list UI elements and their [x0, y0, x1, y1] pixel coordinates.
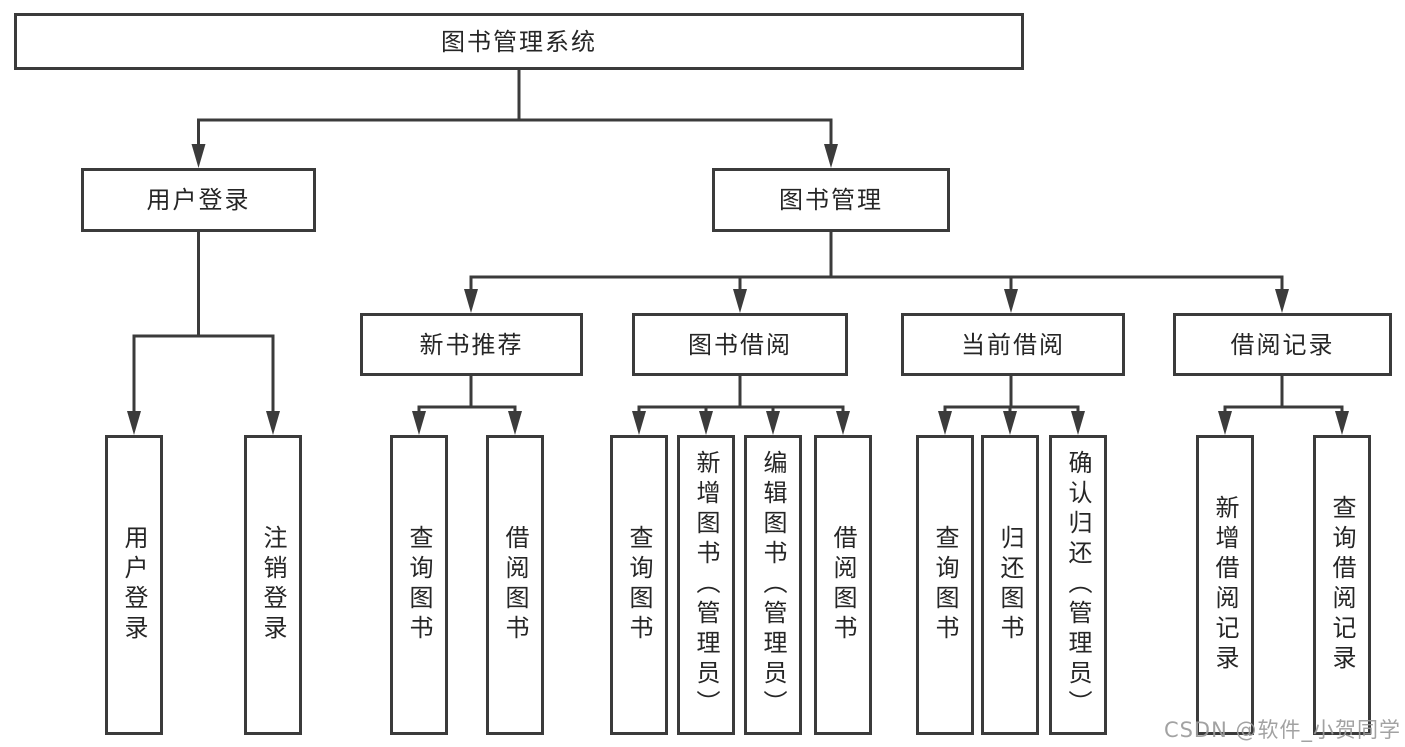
leaf-confirm-return-admin: 确认归还（管理员） — [1049, 435, 1107, 735]
leaf-return-books: 归还图书 — [981, 435, 1039, 735]
node-user-login: 用户登录 — [81, 168, 316, 232]
node-root: 图书管理系统 — [14, 13, 1024, 70]
leaf-add-borrow-record-label: 新增借阅记录 — [1211, 495, 1239, 675]
csdn-watermark: CSDN @软件_小贺同学 — [1163, 718, 1401, 742]
leaf-query-borrow-record: 查询借阅记录 — [1313, 435, 1371, 735]
node-book-management: 图书管理 — [712, 168, 950, 232]
leaf-user-login-label: 用户登录 — [120, 525, 148, 645]
leaf-edit-books-admin: 编辑图书（管理员） — [744, 435, 802, 735]
leaf-query-books-3: 查询图书 — [916, 435, 974, 735]
leaf-user-login: 用户登录 — [105, 435, 163, 735]
leaf-query-books-1: 查询图书 — [390, 435, 448, 735]
leaf-logout-login: 注销登录 — [244, 435, 302, 735]
leaf-borrow-books-2: 借阅图书 — [814, 435, 872, 735]
leaf-borrow-books-2-label: 借阅图书 — [829, 525, 857, 645]
leaf-query-books-2: 查询图书 — [610, 435, 668, 735]
node-book-borrowing: 图书借阅 — [632, 313, 848, 376]
leaf-query-books-2-label: 查询图书 — [625, 525, 653, 645]
leaf-borrow-books-1: 借阅图书 — [486, 435, 544, 735]
leaf-return-books-label: 归还图书 — [996, 525, 1024, 645]
leaf-query-books-1-label: 查询图书 — [405, 525, 433, 645]
leaf-add-books-admin-label: 新增图书（管理员） — [692, 450, 720, 720]
leaf-query-borrow-record-label: 查询借阅记录 — [1328, 495, 1356, 675]
node-current-borrowing: 当前借阅 — [901, 313, 1125, 376]
leaf-logout-login-label: 注销登录 — [259, 525, 287, 645]
leaf-confirm-return-admin-label: 确认归还（管理员） — [1064, 450, 1092, 720]
leaf-edit-books-admin-label: 编辑图书（管理员） — [759, 450, 787, 720]
node-new-book-recommend: 新书推荐 — [360, 313, 583, 376]
leaf-borrow-books-1-label: 借阅图书 — [501, 525, 529, 645]
leaf-add-books-admin: 新增图书（管理员） — [677, 435, 735, 735]
node-borrow-records: 借阅记录 — [1173, 313, 1392, 376]
leaf-query-books-3-label: 查询图书 — [931, 525, 959, 645]
arrowheads — [127, 144, 1349, 435]
leaf-add-borrow-record: 新增借阅记录 — [1196, 435, 1254, 735]
